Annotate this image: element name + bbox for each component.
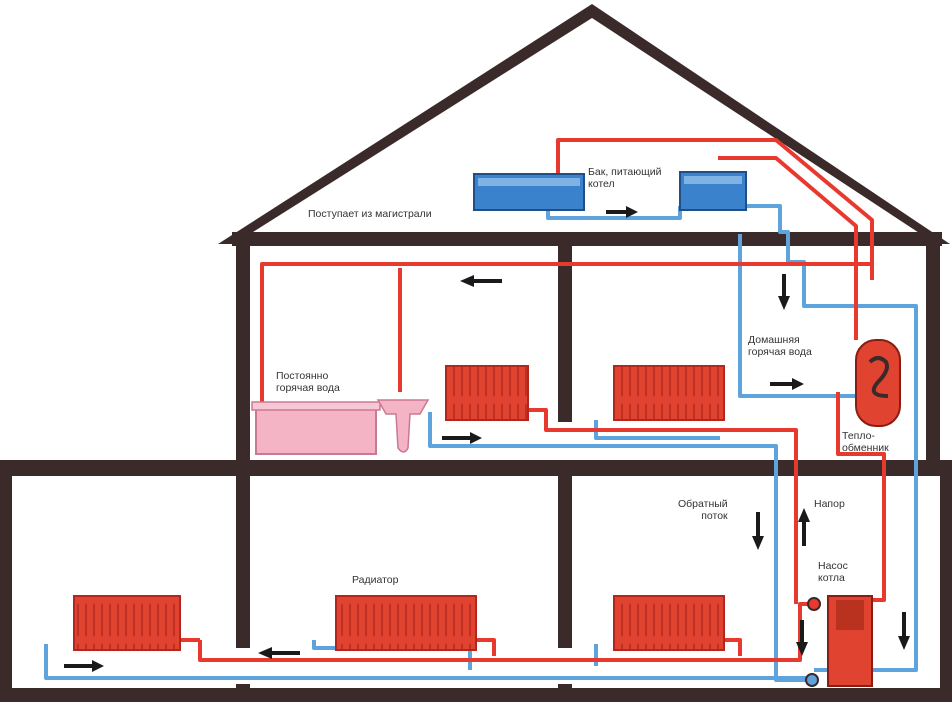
heat-exchanger: [855, 339, 901, 427]
flow-arrow-icon: [798, 508, 810, 546]
flow-arrow-icon: [442, 432, 482, 444]
label-domestic-hot-water: Домашняя горячая вода: [748, 334, 812, 358]
flow-arrows: [64, 206, 910, 672]
label-constant-hot-water: Постоянно горячая вода: [276, 370, 340, 394]
upper-right-wall: [926, 244, 940, 468]
hot-pipe-rad2: [476, 638, 496, 656]
house-structure: [0, 4, 952, 702]
attic-floor: [232, 232, 942, 246]
cold-pipe-ground-return: [44, 644, 812, 680]
label-boiler-pump: Насос котла: [818, 560, 848, 584]
hot-pipe-exchanger-drop: [836, 392, 886, 602]
label-radiator: Радиатор: [352, 574, 399, 586]
flow-arrow-icon: [258, 647, 300, 659]
label-feed-tank: Бак, питающий котел: [588, 166, 662, 190]
cold-pipe-tank-link: [546, 206, 682, 220]
flow-arrow-icon: [64, 660, 104, 672]
label-pressure: Напор: [814, 498, 845, 510]
middle-floor: [0, 460, 952, 476]
boiler: [827, 595, 873, 687]
flow-arrow-icon: [606, 206, 638, 218]
label-main-supply: Поступает из магистрали: [308, 208, 432, 220]
lower-wall-1: [236, 476, 250, 648]
coil-icon: [868, 356, 889, 398]
supply-tank: [473, 173, 585, 211]
sink: [376, 399, 430, 453]
hot-pipe-attic-2: [718, 156, 858, 340]
lower-right-wall: [940, 470, 952, 702]
flow-arrow-icon: [796, 620, 808, 656]
flow-arrow-icon: [778, 274, 790, 310]
hot-pipe-ground: [198, 602, 814, 662]
bathtub: [251, 401, 381, 455]
lower-wall-2: [558, 476, 572, 648]
radiator-ground-2: [335, 595, 477, 651]
radiator-upper-2: [613, 365, 725, 421]
hot-pipe-upper-dist: [260, 262, 872, 404]
hot-pipe-rad3: [724, 638, 742, 656]
hot-pipe-main-supply: [556, 138, 874, 280]
flow-arrow-icon: [770, 378, 804, 390]
radiator-ground-1: [73, 595, 181, 651]
flow-arrow-icon: [460, 275, 502, 287]
label-heat-exchanger: Тепло- обменник: [842, 430, 889, 454]
radiator-ground-3: [613, 595, 725, 651]
upper-left-wall: [236, 244, 250, 468]
hot-pipe-upper-rad: [528, 408, 798, 604]
hot-pipes: [180, 138, 886, 662]
upper-divider-wall: [558, 244, 572, 422]
feed-tank: [679, 171, 747, 211]
radiator-upper-1: [445, 365, 529, 421]
lower-left-wall: [0, 470, 12, 702]
label-return-flow: Обратный поток: [678, 498, 728, 522]
flow-arrow-icon: [752, 512, 764, 550]
valve-icon: [805, 597, 821, 687]
ground-floor: [0, 688, 952, 702]
cold-pipe-domestic: [738, 234, 858, 398]
cold-pipe-upper-rad2: [594, 420, 720, 440]
flow-arrow-icon: [898, 612, 910, 650]
